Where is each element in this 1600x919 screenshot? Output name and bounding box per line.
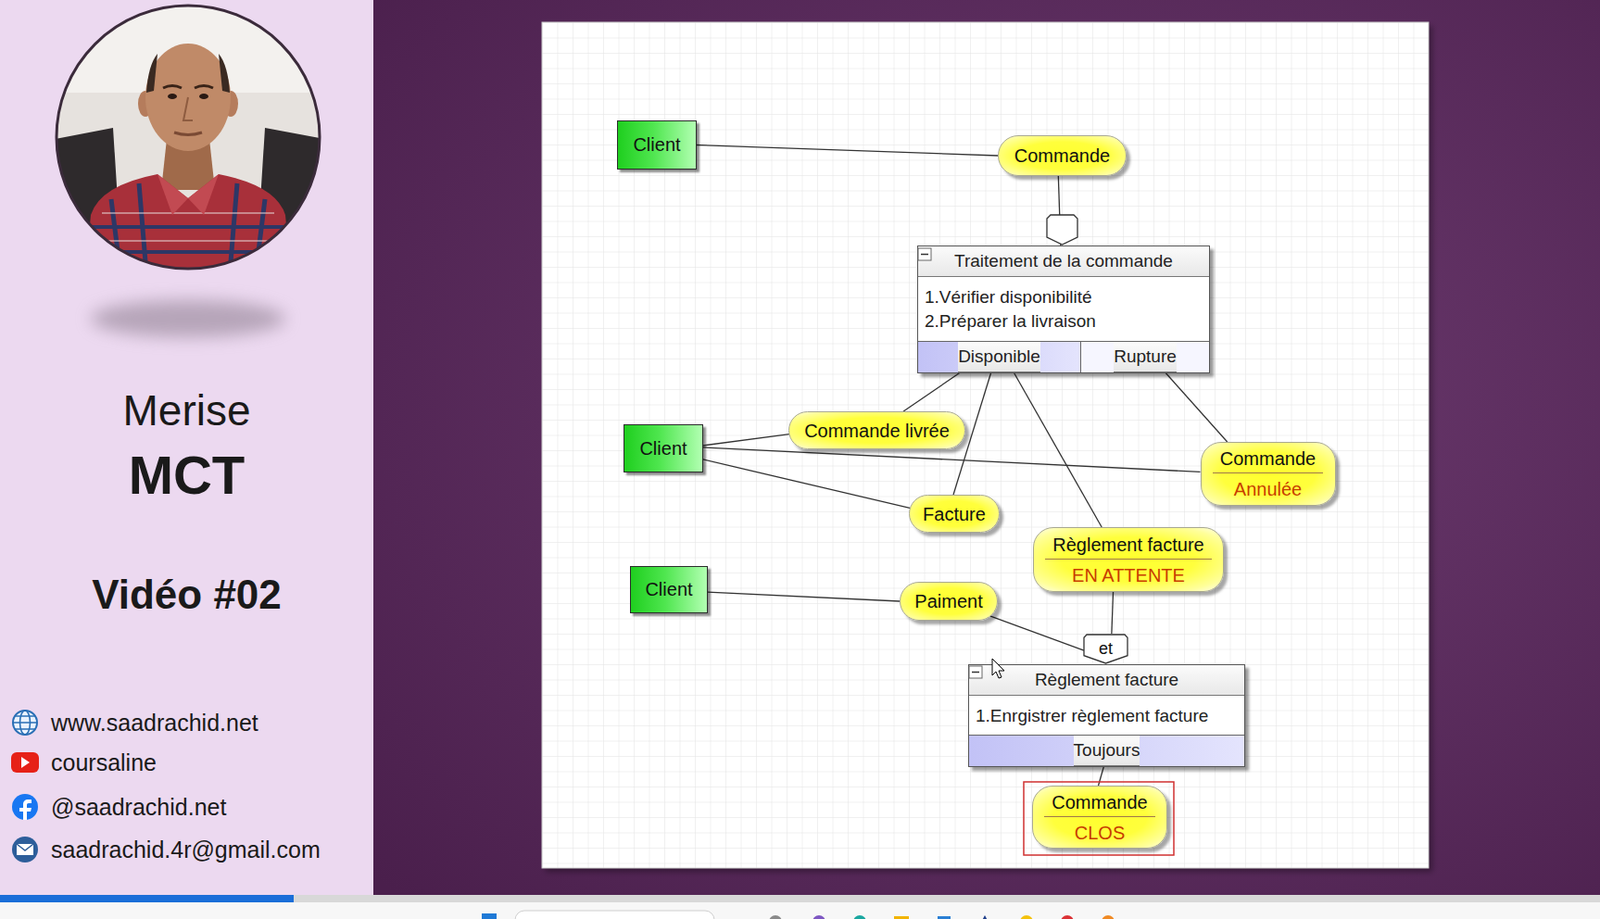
photo-shadow — [90, 300, 286, 338]
email-link: saadrachid.4r@gmail.com — [50, 834, 366, 866]
event-state: Annulée — [1234, 478, 1302, 500]
result-label: Toujours — [1073, 735, 1141, 767]
highlight-frame — [1023, 781, 1174, 856]
progress-fill — [0, 894, 294, 903]
progress-track — [0, 894, 1600, 903]
result-label: Rupture — [1113, 341, 1177, 373]
event-pill: Facture — [908, 494, 1000, 533]
connector — [1111, 592, 1114, 634]
operation-actions: 1.Enrgistrer règlement facture — [969, 695, 1245, 729]
entity-name: Client — [644, 579, 693, 601]
label-slot: Merise — [0, 383, 374, 440]
event-state: CLOS — [1074, 822, 1125, 844]
connector — [903, 372, 960, 412]
event-pill: Commande — [997, 135, 1127, 177]
label-slot: www.saadrachid.net — [50, 707, 366, 739]
mail-icon — [12, 836, 38, 863]
side-panel — [0, 0, 374, 895]
website-link: www.saadrachid.net — [50, 707, 366, 739]
connector — [707, 592, 900, 602]
entity-box: Client — [623, 424, 704, 473]
connector — [1098, 766, 1105, 786]
event-state: EN ATTENTE — [1071, 565, 1185, 586]
facebook-link: @saadrachid.net — [50, 792, 366, 823]
collapse-icon — [969, 666, 983, 679]
event-pill: Paiment — [899, 581, 998, 621]
label-slot: @saadrachid.net — [50, 792, 366, 823]
result-band: Toujours — [969, 734, 1245, 767]
event-name: Facture — [922, 503, 986, 526]
operation-title: Traitement de la commande — [918, 246, 1210, 278]
photo-frame — [56, 5, 320, 269]
result-label: Disponible — [957, 341, 1041, 373]
event-name: Règlement facture — [1045, 534, 1211, 560]
event-pill: CommandeCLOS — [1032, 785, 1168, 849]
globe-icon — [12, 710, 38, 735]
label-slot: coursaline — [50, 747, 366, 779]
label-slot: saadrachid.4r@gmail.com — [50, 834, 366, 866]
facebook-icon — [12, 793, 38, 820]
youtube-icon — [11, 752, 39, 773]
event-name: Commande — [1044, 792, 1155, 818]
connector — [1013, 372, 1102, 528]
sync-outline — [1083, 634, 1128, 664]
connector — [1165, 372, 1228, 442]
channel-link: coursaline — [50, 747, 366, 779]
collapse-icon — [918, 248, 932, 261]
canvas-grid — [541, 22, 1429, 869]
mouse-cursor — [992, 658, 1005, 679]
connector — [703, 459, 910, 508]
event-name: Commande — [1212, 448, 1323, 474]
result-band: Rupture — [1080, 340, 1210, 373]
entity-name: Client — [632, 134, 681, 156]
result-band: Disponible — [918, 340, 1081, 373]
course-topic: MCT — [0, 440, 374, 510]
episode-number: Vidéo #02 — [0, 567, 374, 621]
operation-actions: 1.Vérifier disponibilité 2.Préparer la l… — [918, 277, 1162, 334]
connector — [703, 447, 1201, 472]
purple-backdrop — [373, 0, 1600, 895]
entity-box: Client — [629, 566, 708, 614]
event-name: Paiment — [914, 590, 983, 613]
entity-box: Client — [617, 120, 697, 170]
sync-gate: et — [1083, 633, 1129, 665]
event-name: Commande livrée — [804, 419, 950, 442]
sync-gate — [1046, 214, 1078, 245]
event-pill: Règlement facture EN ATTENTE — [1033, 527, 1224, 593]
entity-name: Client — [639, 438, 687, 460]
operation-box: Règlement facture1.Enrgistrer règlement … — [968, 664, 1246, 768]
connector — [696, 145, 998, 157]
connector — [990, 616, 1084, 651]
sync-condition: et — [1098, 639, 1113, 659]
canvas — [541, 22, 1429, 869]
taskbar — [0, 902, 1600, 919]
label-slot: MCT — [0, 440, 374, 510]
label-slot: Vidéo #02 — [0, 567, 374, 621]
connector — [703, 434, 790, 446]
event-pill: Commande livrée — [788, 411, 966, 450]
course-name: Merise — [0, 383, 374, 440]
presenter-photo — [55, 4, 325, 274]
taskbar-icons — [481, 910, 1115, 919]
event-name: Commande — [1014, 144, 1110, 167]
operation-box: Traitement de la commande1.Vérifier disp… — [917, 245, 1210, 374]
event-pill: CommandeAnnulée — [1200, 441, 1336, 506]
operation-title: Règlement facture — [969, 665, 1245, 696]
